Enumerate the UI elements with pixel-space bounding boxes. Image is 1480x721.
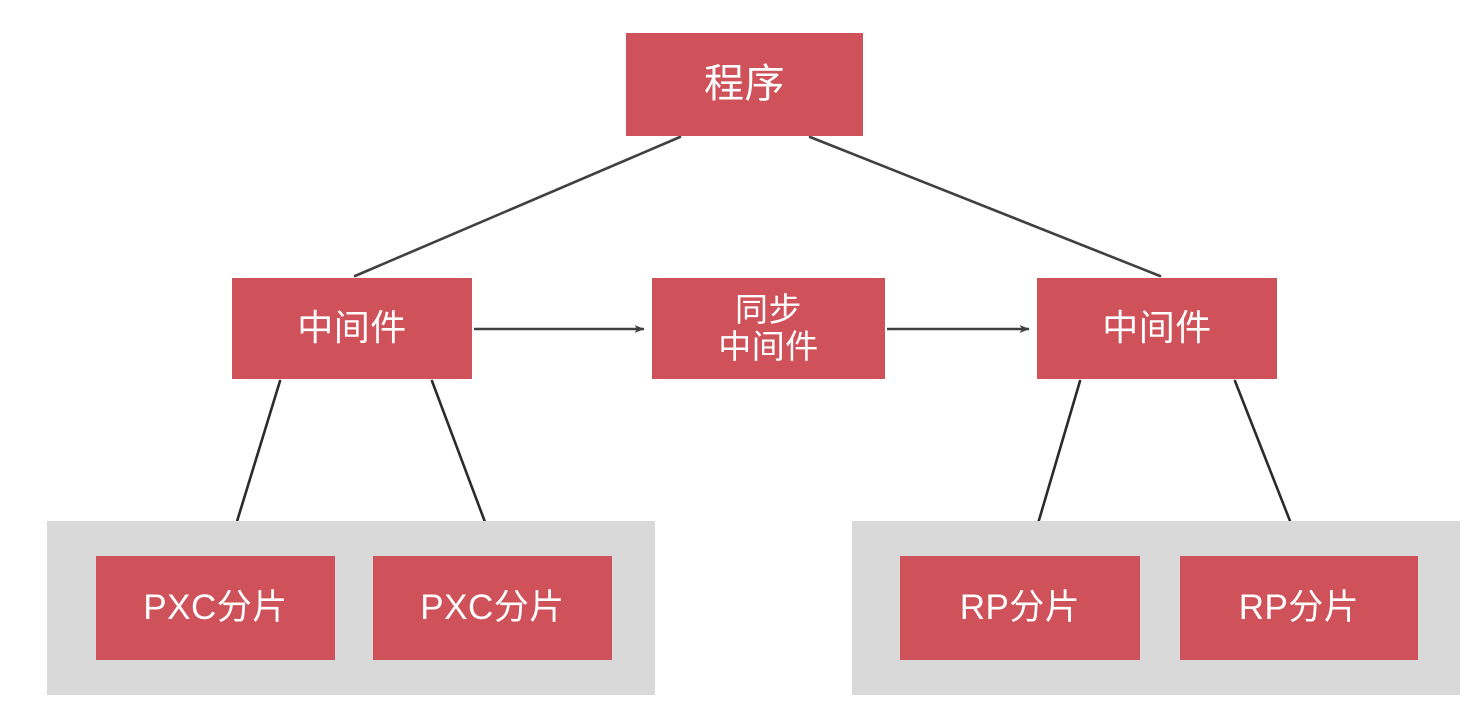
node-pxc-shard-1[interactable]: PXC分片 xyxy=(96,556,335,660)
node-middleware-right[interactable]: 中间件 xyxy=(1037,278,1277,379)
node-rp-shard-1[interactable]: RP分片 xyxy=(900,556,1140,660)
edge-program-to-middleware-right xyxy=(808,135,1162,278)
node-sync-middleware-label: 同步 中间件 xyxy=(718,290,819,365)
node-sync-middleware[interactable]: 同步 中间件 xyxy=(652,278,885,379)
edge-program-to-middleware-left xyxy=(353,135,682,278)
node-rp-shard-2-label: RP分片 xyxy=(1238,588,1360,628)
node-pxc-shard-2[interactable]: PXC分片 xyxy=(373,556,612,660)
node-program-label: 程序 xyxy=(704,62,785,107)
node-middleware-right-label: 中间件 xyxy=(1102,307,1212,349)
node-pxc-shard-1-label: PXC分片 xyxy=(143,588,288,628)
node-rp-shard-1-label: RP分片 xyxy=(959,588,1081,628)
node-pxc-shard-2-label: PXC分片 xyxy=(420,588,565,628)
node-rp-shard-2[interactable]: RP分片 xyxy=(1180,556,1418,660)
node-middleware-left[interactable]: 中间件 xyxy=(232,278,472,379)
node-middleware-left-label: 中间件 xyxy=(297,307,407,349)
node-program[interactable]: 程序 xyxy=(626,33,863,136)
